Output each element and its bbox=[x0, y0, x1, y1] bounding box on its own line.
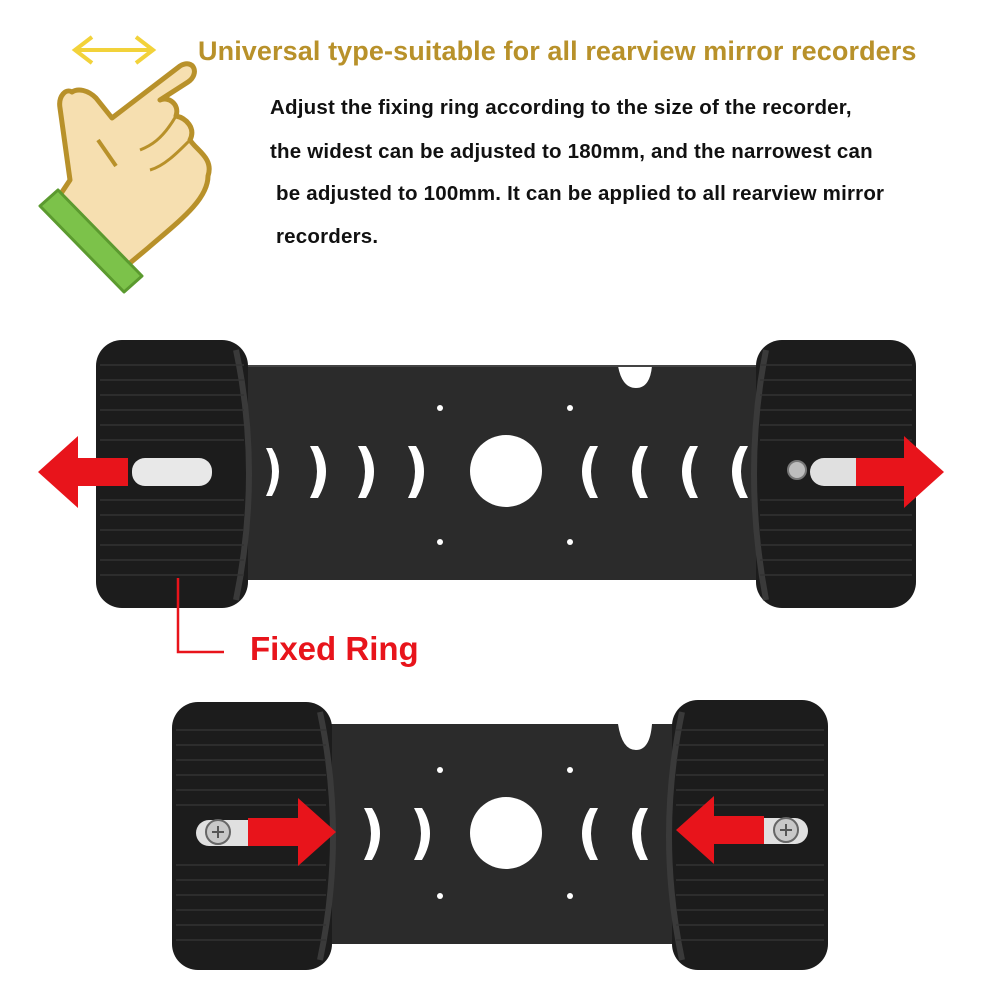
double-arrow-icon bbox=[71, 35, 157, 65]
description-line-4: recorders. bbox=[276, 225, 379, 248]
description-line-2: the widest can be adjusted to 180mm, and… bbox=[270, 140, 873, 163]
bracket-wide bbox=[130, 365, 894, 580]
fixed-ring-label: Fixed Ring bbox=[250, 630, 419, 667]
arrow-left-outward-icon bbox=[38, 436, 128, 508]
fixed-ring-callout-line bbox=[176, 578, 224, 654]
swipe-hand-icon bbox=[38, 61, 212, 294]
description-line-1: Adjust the fixing ring according to the … bbox=[270, 96, 852, 119]
ring-ribs-bottom bbox=[176, 729, 824, 941]
arrow-right-outward-icon bbox=[856, 436, 944, 508]
ring-ribs bbox=[100, 364, 912, 576]
arrow-left-inward-icon bbox=[676, 796, 764, 864]
bracket-narrow bbox=[300, 724, 700, 944]
description-line-3: be adjusted to 100mm. It can be applied … bbox=[276, 182, 885, 205]
slot-left-window bbox=[132, 458, 212, 486]
headline: Universal type-suitable for all rearview… bbox=[198, 36, 917, 66]
arrow-right-inward-icon bbox=[248, 798, 336, 866]
